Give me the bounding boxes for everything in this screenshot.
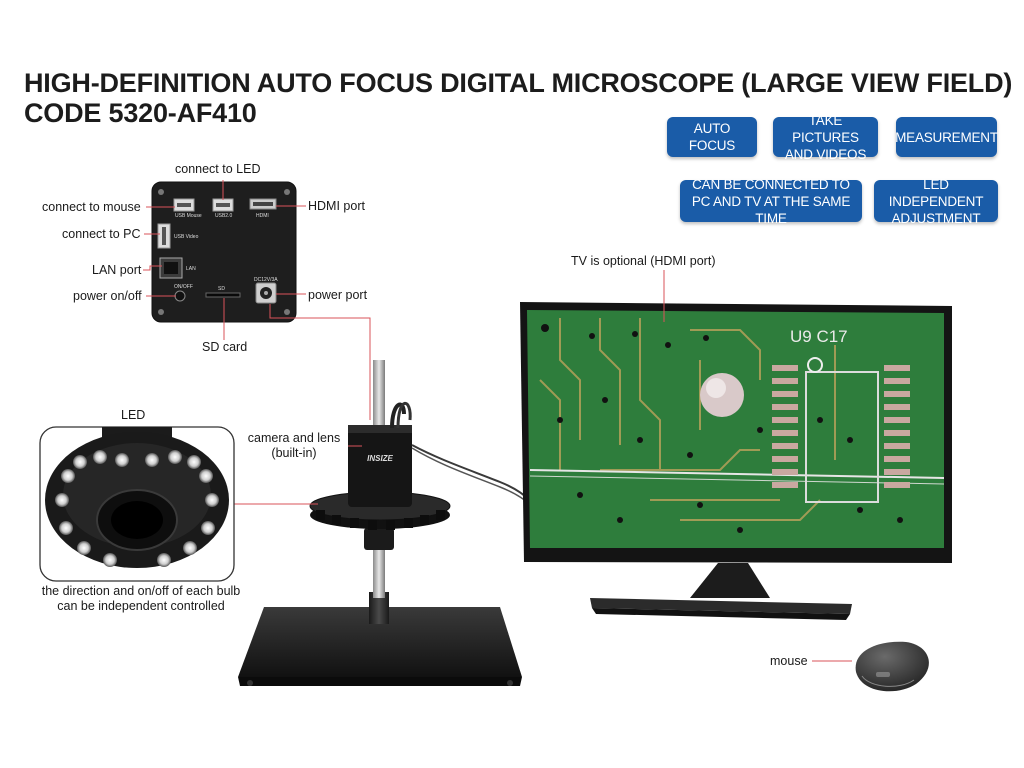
callout-hdmi-port: HDMI port [308,199,365,213]
callout-lan-port: LAN port [92,263,142,277]
feature-badge-auto-focus: AUTO FOCUS [667,117,757,157]
monitor: U9 C17 [520,302,952,620]
camera-back-panel: USB Mouse USB2.0 HDMI USB Video LAN ON/O… [151,181,297,323]
svg-text:HDMI: HDMI [256,213,269,219]
feature-badge-pc-tv: CAN BE CONNECTED TO PC AND TV AT THE SAM… [680,177,862,226]
title-line-1: HIGH-DEFINITION AUTO FOCUS DIGITAL MICRO… [24,68,1013,98]
led-detail-frame [39,426,235,582]
callout-connect-led: connect to LED [175,162,261,176]
callout-power-onoff: power on/off [73,289,142,303]
callout-tv-optional: TV is optional (HDMI port) [571,254,716,268]
svg-text:USB Mouse: USB Mouse [175,213,202,219]
svg-text:LAN: LAN [186,266,196,272]
svg-text:USB2.0: USB2.0 [215,213,232,219]
feature-badge-led-adjustment: LED INDEPENDENT ADJUSTMENT [874,177,998,226]
feature-badge-pictures-videos: TAKE PICTURES AND VIDEOS [773,113,878,162]
callout-camera-lens: camera and lens (built-in) [247,431,341,460]
callout-mouse: mouse [770,654,808,668]
callout-connect-pc: connect to PC [62,227,141,241]
microscope-stand: INSIZE [238,360,522,686]
feature-badge-measurement: MEASUREMENT [895,117,998,157]
mouse-illustration [855,641,929,692]
camera-callout-lines [143,180,371,420]
svg-text:USB Video: USB Video [174,234,199,240]
svg-text:SD: SD [218,286,225,292]
callout-sd-card: SD card [202,340,248,354]
title-line-2: CODE 5320-AF410 [24,98,257,128]
led-label: LED [121,408,146,422]
svg-text:ON/OFF: ON/OFF [174,284,193,290]
svg-text:U9 C17: U9 C17 [790,327,848,346]
callout-connect-mouse: connect to mouse [42,200,141,214]
led-caption: the direction and on/off of each bulb ca… [41,584,241,613]
callout-power-port: power port [308,288,368,302]
svg-text:INSIZE: INSIZE [367,454,393,463]
page-title: HIGH-DEFINITION AUTO FOCUS DIGITAL MICRO… [24,68,1012,128]
svg-text:DC12V/3A: DC12V/3A [254,277,278,283]
